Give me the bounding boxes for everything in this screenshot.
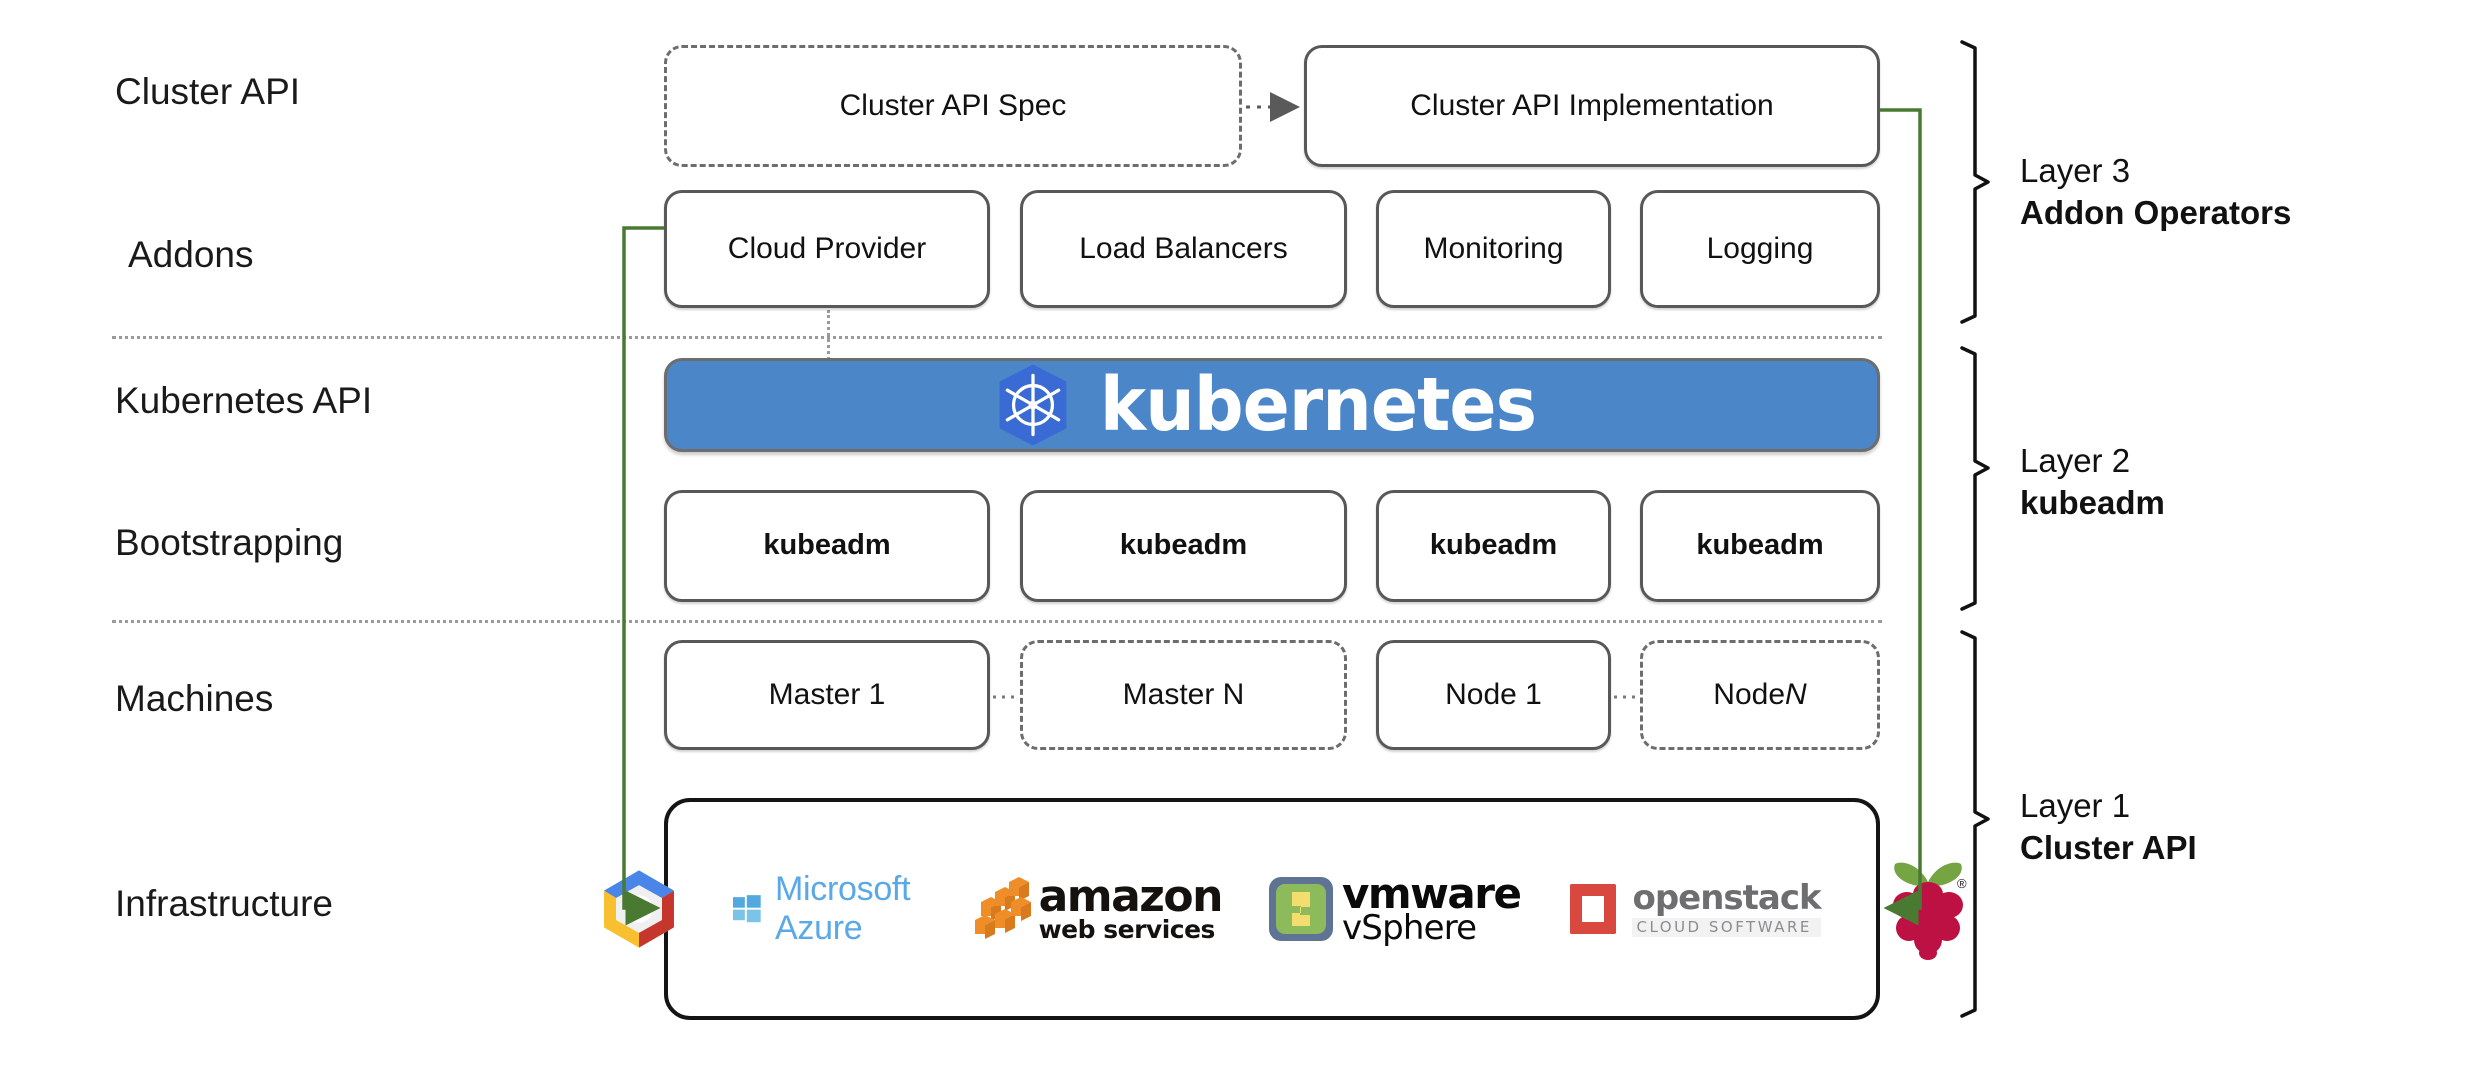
divider-layer3-layer2 (112, 336, 1882, 339)
layer-2-name: kubeadm (2020, 484, 2165, 522)
kubernetes-api-bar: kubernetes (664, 358, 1880, 452)
microsoft-azure-logo: Microsoft Azure (731, 870, 926, 948)
node-node-n-label: Node (1713, 677, 1786, 711)
connector-cloudprovider-to-kubernetes (827, 310, 830, 365)
node-monitoring[interactable]: Monitoring (1376, 190, 1611, 308)
svg-text:®: ® (1957, 876, 1967, 891)
node-kubeadm-2[interactable]: kubeadm (1020, 490, 1347, 602)
brace-layer-2 (1960, 346, 1990, 611)
node-load-balancers[interactable]: Load Balancers (1020, 190, 1347, 308)
openstack-wordmark: openstack (1632, 878, 1821, 918)
row-label-infrastructure: Infrastructure (115, 883, 333, 924)
node-master-n[interactable]: Master N (1020, 640, 1347, 750)
node-logging[interactable]: Logging (1640, 190, 1880, 308)
layer-3-number: Layer 3 (2020, 152, 2131, 189)
openstack-logo: openstack CLOUD SOFTWARE (1566, 878, 1822, 940)
divider-layer2-layer1 (112, 620, 1882, 623)
layer-1-number: Layer 1 (2020, 787, 2131, 824)
layer-2-number: Layer 2 (2020, 442, 2131, 479)
raspberry-pi-logo: ® (1885, 858, 1971, 960)
amazon-wordmark: amazon (1038, 870, 1224, 922)
node-kubeadm-4[interactable]: kubeadm (1640, 490, 1880, 602)
vsphere-wordmark: vSphere (1341, 907, 1477, 948)
google-cloud-platform-logo (593, 863, 685, 955)
microsoft-azure-wordmark: Microsoft Azure (775, 870, 911, 947)
row-label-addons: Addons (128, 234, 254, 275)
row-label-bootstrapping: Bootstrapping (115, 522, 344, 563)
green-path-implementation-to-infrastructure (1880, 108, 1922, 926)
layer-caption-2: Layer 2 kubeadm (2020, 440, 2165, 524)
aws-webservices-wordmark: web services (1038, 915, 1216, 945)
node-kubeadm-3[interactable]: kubeadm (1376, 490, 1611, 602)
amazon-web-services-logo: amazon web services (973, 870, 1224, 946)
node-cloud-provider[interactable]: Cloud Provider (664, 190, 990, 308)
row-label-cluster-api: Cluster API (115, 71, 301, 112)
kubernetes-helm-icon (994, 363, 1072, 447)
openstack-tagline: CLOUD SOFTWARE (1632, 918, 1821, 937)
vmware-wordmark: vmware (1341, 868, 1522, 918)
layer-1-name: Cluster API (2020, 829, 2197, 867)
node-kubeadm-1[interactable]: kubeadm (664, 490, 990, 602)
node-node-n-label-italic: N (1785, 677, 1807, 711)
brace-layer-3 (1960, 40, 1990, 324)
node-cluster-api-implementation[interactable]: Cluster API Implementation (1304, 45, 1880, 167)
node-cluster-api-spec[interactable]: Cluster API Spec (664, 45, 1242, 167)
green-path-cloudprovider-to-infrastructure (622, 226, 664, 926)
node-node-1[interactable]: Node 1 (1376, 640, 1611, 750)
layer-caption-3: Layer 3 Addon Operators (2020, 150, 2291, 234)
row-label-kubernetes-api: Kubernetes API (115, 380, 373, 421)
infrastructure-container: Microsoft Azure (604, 798, 1967, 1020)
vmware-vsphere-logo: vmware vSphere (1268, 868, 1522, 948)
layer-caption-1: Layer 1 Cluster API (2020, 785, 2197, 869)
layer-3-name: Addon Operators (2020, 194, 2292, 232)
node-node-n[interactable]: Node N (1640, 640, 1880, 750)
row-label-machines: Machines (115, 678, 274, 719)
node-master-1[interactable]: Master 1 (664, 640, 990, 750)
kubernetes-wordmark: kubernetes (1099, 362, 1537, 448)
